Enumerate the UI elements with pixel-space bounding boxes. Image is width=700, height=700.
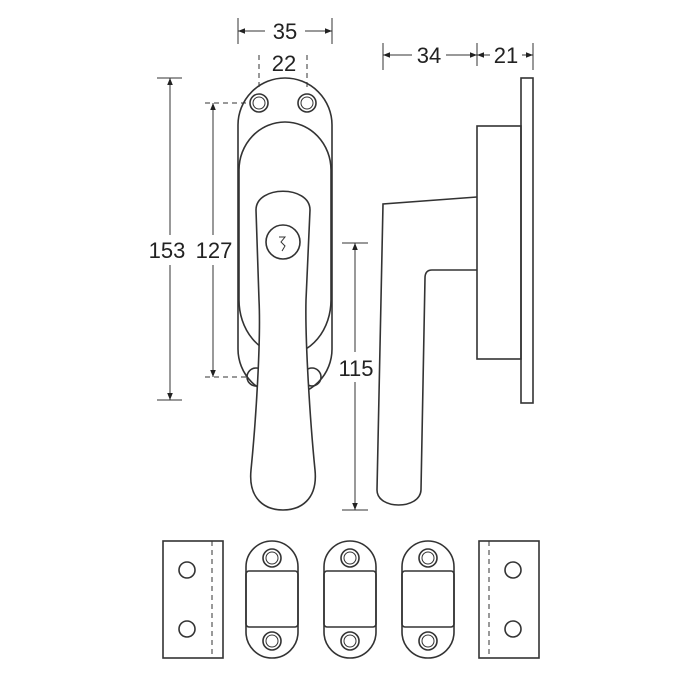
dimension-35: 35 xyxy=(237,18,333,44)
side-rose xyxy=(476,125,522,360)
side-handle xyxy=(376,196,478,506)
dimension-34: 34 xyxy=(382,43,534,70)
spacer-plate-left xyxy=(162,540,224,659)
backplate-recess xyxy=(238,121,332,356)
dimension-label: 21 xyxy=(494,43,518,68)
screw-icon xyxy=(246,93,322,387)
dimension-22: 22 xyxy=(258,51,308,90)
dimension-label: 34 xyxy=(417,43,441,68)
dimension-label: 22 xyxy=(272,51,296,76)
spacer-block-2 xyxy=(323,540,377,659)
handle-lever xyxy=(249,190,317,511)
front-view xyxy=(237,77,333,511)
key-slot-icon xyxy=(279,236,287,252)
dimension-label: 115 xyxy=(338,356,373,381)
spacer-block-1 xyxy=(245,540,299,659)
dimension-label: 127 xyxy=(196,238,233,263)
lock-cylinder-icon xyxy=(265,224,301,260)
dimension-115: 115 xyxy=(338,242,374,511)
dimension-127: 127 xyxy=(196,102,250,378)
spacer-plate-right xyxy=(478,540,540,659)
spacer-block-3 xyxy=(401,540,455,659)
side-backplate xyxy=(520,77,534,404)
dimension-label: 153 xyxy=(149,238,186,263)
dimension-label: 35 xyxy=(273,19,297,44)
dimension-153: 153 xyxy=(149,77,186,401)
side-view xyxy=(376,77,534,506)
dimension-21: 21 xyxy=(477,43,533,68)
